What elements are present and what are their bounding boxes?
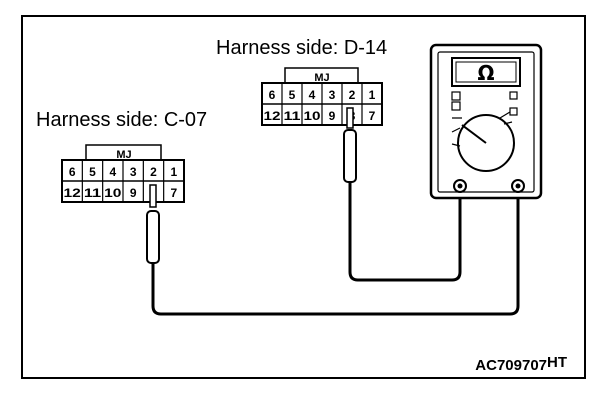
c07-pin-3: 3	[130, 165, 137, 179]
c07-pin-11: 11	[84, 186, 102, 200]
c07-pin-10: 10	[104, 186, 122, 200]
d14-pin-2: 2	[349, 88, 356, 102]
c07-pin-6: 6	[69, 165, 76, 179]
d14-pin-6: 6	[269, 88, 276, 102]
connector-c07-probe-tip	[149, 184, 157, 208]
c07-pin-1: 1	[170, 165, 177, 179]
d14-pin-3: 3	[329, 88, 336, 102]
d14-pin-7: 7	[369, 109, 376, 123]
connector-d14-probe-tip	[346, 107, 354, 129]
c07-pin-2: 2	[150, 165, 157, 179]
d14-pin-10: 10	[304, 109, 321, 123]
d14-pin-9: 9	[329, 109, 336, 123]
d14-pin-5: 5	[289, 88, 296, 102]
figure-code: AC709707HT	[475, 354, 567, 374]
connector-d14-tag: MJ	[314, 72, 329, 84]
wire-d14	[348, 182, 462, 282]
label-harness-c07: Harness side: C-07	[36, 109, 207, 131]
ohmmeter-icon: Ω	[429, 43, 543, 200]
d14-pin-12: 12	[264, 109, 281, 123]
probe-d14	[343, 129, 357, 183]
c07-pin-7: 7	[170, 186, 177, 200]
c07-pin-12: 12	[64, 186, 82, 200]
label-harness-d14: Harness side: D-14	[216, 37, 387, 59]
meter-display-symbol: Ω	[477, 61, 494, 85]
d14-pin-11: 11	[284, 109, 301, 123]
d14-pin-4: 4	[309, 88, 316, 102]
connector-c07-tag: MJ	[116, 149, 131, 161]
c07-pin-5: 5	[89, 165, 96, 179]
c07-pin-9: 9	[130, 186, 137, 200]
wire-c07	[151, 192, 520, 316]
probe-c07	[146, 210, 160, 264]
c07-pin-4: 4	[109, 165, 116, 179]
d14-pin-1: 1	[369, 88, 376, 102]
